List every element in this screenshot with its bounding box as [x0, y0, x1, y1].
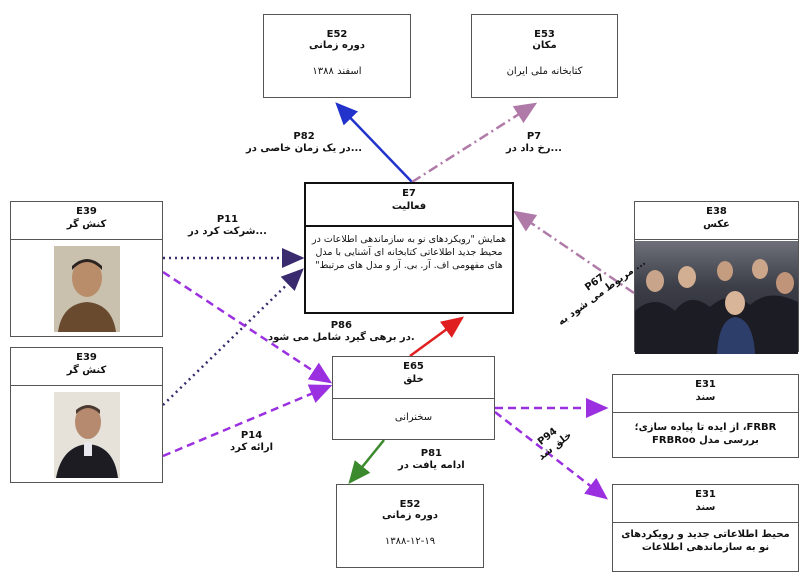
edge-text: شرکت کرد در...	[188, 226, 267, 237]
node-code: E53	[534, 29, 555, 40]
edge-code: P86	[330, 320, 352, 331]
edge-text: ادامه یافت در	[398, 460, 465, 471]
portrait-photo-icon	[53, 246, 120, 332]
edge-label-p86: P86 در برهی گیرد شامل می شود.	[268, 320, 415, 344]
node-header: E31 سند	[613, 375, 798, 413]
node-title: خلق	[403, 374, 424, 385]
node-value: اسفند ۱۳۸۸	[312, 66, 362, 77]
edge-code: P7	[526, 131, 542, 142]
edge-p14-a	[162, 270, 333, 384]
node-value: محیط اطلاعاتی جدید و رویکردهای نو به ساز…	[621, 529, 790, 553]
node-code: E65	[403, 361, 424, 372]
edge-label-p14: P14 ارائه کرد	[230, 430, 273, 454]
node-title: مکان	[532, 40, 557, 51]
edge-text: رخ داد در...	[506, 143, 562, 154]
edge-p81	[348, 439, 385, 484]
node-title: سند	[695, 392, 716, 403]
node-title: فعالیت	[391, 201, 427, 212]
node-header: E39 کنش گر	[11, 348, 162, 386]
edge-p82	[335, 102, 413, 183]
edge-text: در برهی گیرد شامل می شود.	[268, 332, 415, 343]
node-e31-document-1: E31 سند FRBR، از ایده تا پیاده سازی؛ برر…	[612, 374, 799, 458]
node-code: E38	[706, 206, 727, 217]
node-value: FRBR، از ایده تا پیاده سازی؛ بررسی مدل F…	[634, 422, 777, 446]
node-e39-actor-2: E39 کنش گر	[10, 347, 163, 483]
node-value: کتابخانه ملی ایران	[506, 66, 583, 77]
node-code: E31	[695, 379, 716, 390]
node-header: E38 عکس	[635, 202, 798, 240]
edge-code: P11	[216, 214, 239, 225]
portrait-photo-icon	[53, 392, 120, 478]
node-code: E31	[695, 489, 716, 500]
node-title: دوره زمانی	[308, 40, 366, 51]
node-header: E39 کنش گر	[11, 202, 162, 240]
node-e52-time-span-2: E52 دوره زمانی ۱۳۸۸-۱۲-۱۹	[336, 484, 484, 568]
node-code: E39	[76, 352, 97, 363]
node-e52-time-span: E52 دوره زمانی اسفند ۱۳۸۸	[263, 14, 411, 98]
edge-p14-b	[162, 384, 333, 458]
edge-p86	[409, 316, 465, 358]
node-title: دوره زمانی	[381, 510, 439, 521]
audience-photo-icon	[635, 241, 798, 354]
edge-p7	[411, 102, 538, 184]
node-title: عکس	[703, 219, 730, 230]
edge-p11-b	[162, 268, 304, 406]
node-value: ۱۳۸۸-۱۲-۱۹	[384, 536, 436, 547]
node-code: E39	[76, 206, 97, 217]
edge-label-p7: P7 رخ داد در...	[506, 131, 562, 155]
edge-code: P14	[240, 430, 263, 441]
node-e38-photo: E38 عکس	[634, 201, 799, 354]
node-value: همایش "رویکردهای نو به سازماندهی اطلاعات…	[312, 234, 506, 271]
edge-text: ارائه کرد	[230, 442, 274, 453]
edge-p67	[512, 210, 635, 295]
edge-label-p81: P81 ادامه یافت در	[398, 448, 465, 472]
edge-text: در یک زمان خاصی در...	[246, 143, 363, 154]
node-e7-activity: E7 فعالیت همایش "رویکردهای نو به سازماند…	[304, 182, 514, 314]
node-header: E7 فعالیت	[306, 184, 512, 227]
edge-code: P82	[293, 131, 315, 142]
node-e65-creation: E65 خلق سخنرانی	[332, 356, 495, 440]
node-header: E65 خلق	[333, 357, 494, 399]
edge-p94-b	[494, 411, 608, 500]
node-title: سند	[695, 502, 716, 513]
node-e39-actor-1: E39 کنش گر	[10, 201, 163, 337]
node-e31-document-2: E31 سند محیط اطلاعاتی جدید و رویکردهای ن…	[612, 484, 799, 572]
node-value: سخنرانی	[394, 412, 433, 423]
node-header: E31 سند	[613, 485, 798, 523]
edge-code: P81	[420, 448, 442, 459]
edge-label-p82: P82 در یک زمان خاصی در...	[246, 131, 362, 155]
node-code: E52	[399, 499, 421, 510]
node-e53-place: E53 مکان کتابخانه ملی ایران	[471, 14, 618, 98]
node-title: کنش گر	[66, 219, 107, 230]
node-code: E52	[326, 29, 348, 40]
node-code: E7	[402, 188, 416, 199]
edge-label-p11: P11 شرکت کرد در...	[188, 214, 267, 238]
node-title: کنش گر	[66, 365, 107, 376]
